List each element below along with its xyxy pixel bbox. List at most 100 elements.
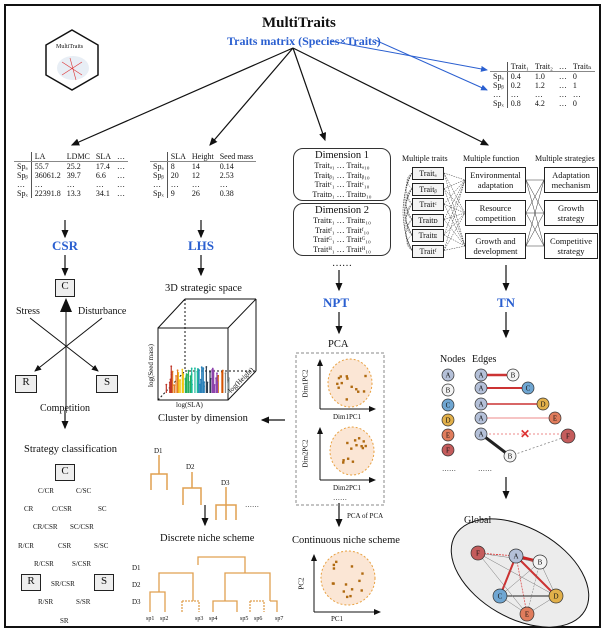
scatter-point (203, 381, 206, 384)
pca-point (350, 565, 354, 568)
value-cell: 0 (572, 99, 577, 108)
pca-plots (311, 359, 381, 615)
class-label: R/CR (18, 542, 34, 550)
csr-method-label: CSR (52, 238, 79, 253)
pca-point (336, 382, 339, 386)
csr-c-box: C (55, 279, 75, 297)
cluster-dendrograms (150, 455, 237, 520)
scatter-point (227, 377, 230, 380)
dimension-trait-line: Traitᶜ₁ … Traitᶜ₁₀ (314, 180, 370, 189)
pca-points (331, 374, 367, 599)
pca-point (345, 375, 349, 378)
pca-point (346, 441, 349, 445)
scatter-point (181, 382, 184, 385)
scatter-point (206, 381, 209, 384)
node-a (474, 411, 488, 425)
pca-point (337, 386, 340, 389)
value-cell: … (117, 162, 126, 171)
3d-cube (157, 298, 257, 401)
node-c (521, 381, 535, 395)
scatter-point (173, 384, 176, 387)
node-label: A (478, 415, 483, 423)
value-cell: … (510, 90, 519, 99)
value-cell: 1.0 (534, 72, 545, 81)
species-cell: Spₓ (14, 189, 32, 198)
pca-point (357, 390, 360, 393)
node-d (441, 413, 455, 427)
scatter-point (211, 367, 214, 370)
column-header: Trait₁ (507, 62, 532, 72)
dimension-trait-line: Traitᵦ₁ … Traitᵦ₁₀ (314, 170, 370, 180)
column-header: … (555, 62, 570, 72)
class-label: CSR (58, 542, 72, 550)
pca-point (340, 381, 343, 385)
node-a (474, 427, 488, 441)
node-b (441, 383, 455, 397)
class-s-box: S (94, 574, 114, 591)
global-edge (515, 555, 557, 597)
column-header: Trait₂ (531, 62, 556, 72)
node-c (441, 398, 455, 412)
value-cell: 25.2 (66, 162, 81, 171)
species-cell: Spᵦ (150, 171, 168, 180)
continuous-y-label: PC2 (297, 577, 306, 590)
species-cell: Spᵦ (490, 81, 508, 90)
global-edge (499, 561, 541, 597)
scatter-point (182, 373, 185, 376)
pca-point (346, 457, 350, 460)
scatter-point (216, 372, 218, 375)
pca-point (361, 446, 365, 450)
scatter-point (185, 373, 188, 375)
pca1-y-label: Dim1PC2 (301, 369, 310, 398)
global-edge (477, 552, 528, 615)
pca-title: PCA (328, 339, 349, 350)
pca-point (332, 582, 335, 585)
leaf-label: sp5 (240, 616, 249, 622)
scatter-point (227, 381, 229, 384)
class-label: C/SC (76, 487, 92, 495)
value-cell: 9 (170, 189, 175, 198)
cluster-label: D1 (154, 447, 163, 455)
node-label: D (445, 417, 450, 425)
dimension-trait-line: Traitᶠ₁ … Traitᶠ₁₀ (314, 225, 370, 235)
node-label: C (498, 593, 503, 601)
scatter-point (209, 377, 212, 380)
top-fan-arrows (70, 47, 490, 146)
trait-box: Traitₐ (412, 167, 444, 180)
cluster-more: …… (245, 501, 259, 509)
y-axis-label: log(Seed mass) (146, 344, 155, 387)
value-cell: … (558, 90, 567, 99)
pca-point (364, 444, 367, 448)
class-label: S/SC (94, 542, 109, 550)
pca-point (355, 444, 358, 447)
pca-point (345, 595, 349, 599)
scatter-point (187, 369, 190, 372)
node-b (532, 554, 548, 570)
species-cell: Spₓ (490, 99, 508, 108)
node-f (470, 545, 486, 561)
competition-label: Competition (40, 403, 90, 414)
scatter-point (199, 383, 202, 386)
node-f (560, 428, 576, 444)
value-cell: 6.6 (95, 171, 106, 180)
scatter-point (170, 365, 173, 368)
function-box: Resource competition (465, 200, 526, 226)
pca-point (349, 594, 352, 598)
strategy-box: Adaptation mechanism (544, 167, 598, 193)
node-d (536, 397, 550, 411)
pca-point (335, 560, 338, 564)
edges-title: Edges (472, 354, 497, 365)
arrow-to-lhs (209, 47, 294, 146)
blue-matrix-arrows (329, 39, 488, 91)
leaf-label: sp2 (160, 616, 169, 622)
value-cell: 22391.8 (34, 189, 61, 198)
scatter-point (200, 366, 203, 369)
value-cell: … (117, 180, 126, 189)
trait-box: Traitᶠ (412, 244, 444, 258)
continuous-x-label: PC1 (331, 615, 344, 623)
